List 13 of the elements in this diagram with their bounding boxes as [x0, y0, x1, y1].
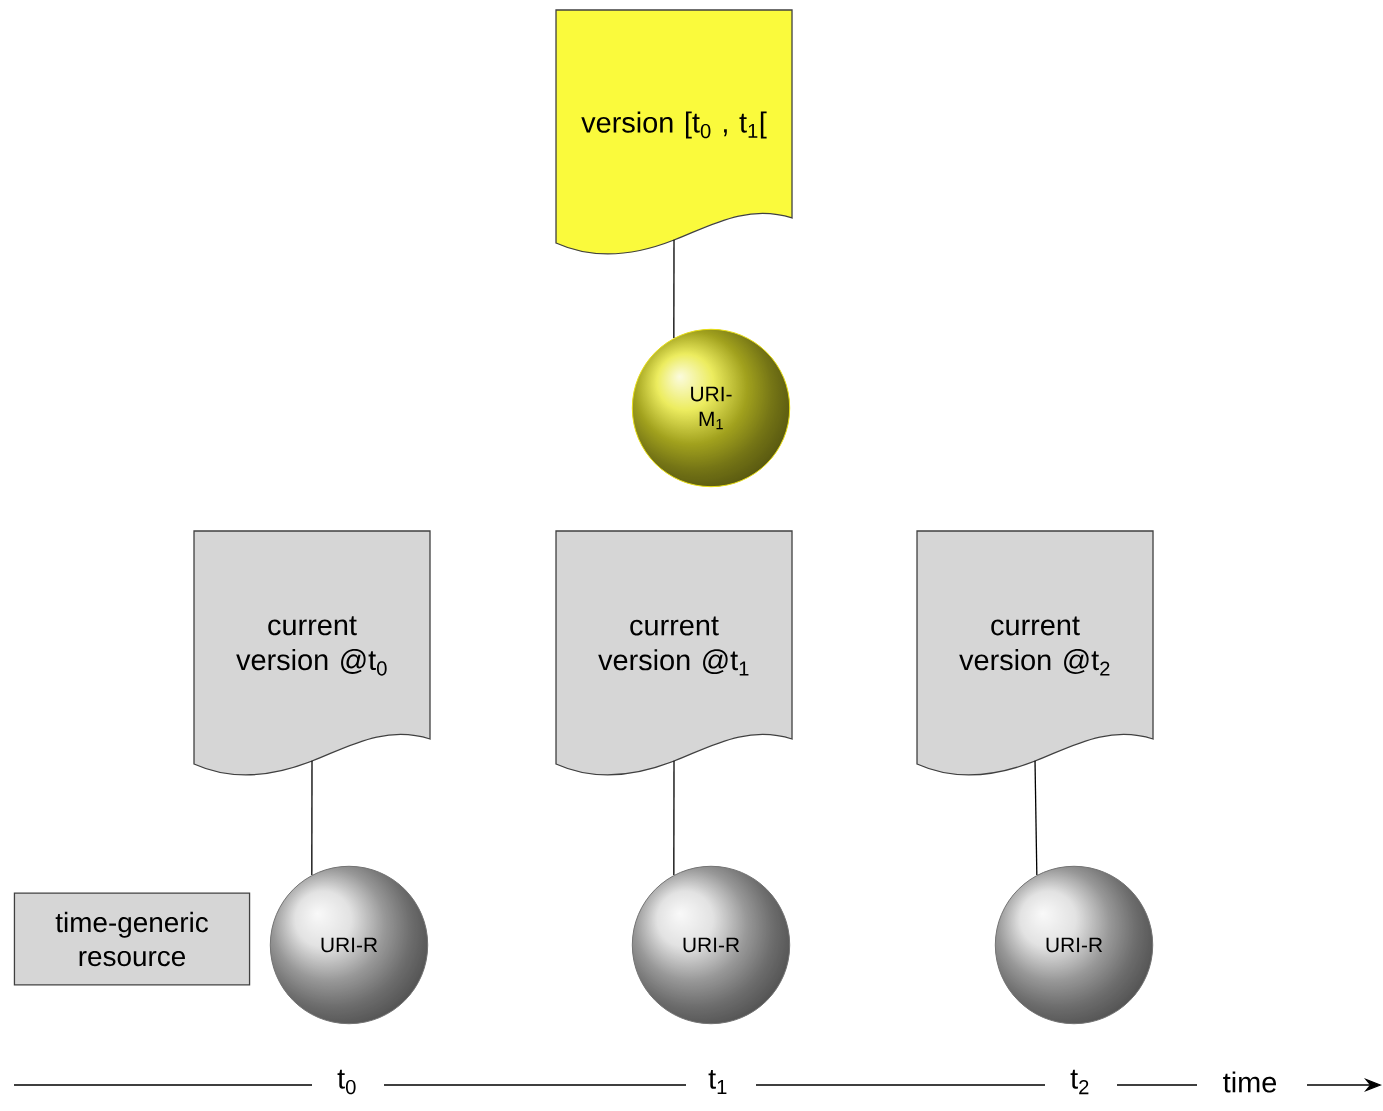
connector-line [311, 760, 313, 876]
connector-line [1034, 760, 1038, 876]
axis-label: t$_{2}$ [1070, 1069, 1089, 1095]
axis-label: t$_{1}$ [708, 1070, 727, 1095]
connector-line [673, 760, 675, 876]
circle-node: URI-R [631, 865, 791, 1025]
axis-label: time [1223, 1071, 1276, 1093]
circle-node: URI-R [994, 865, 1154, 1025]
circle-node: URI-M$_{1}$ [631, 328, 791, 488]
connector-line [673, 239, 675, 339]
label-box: time-generic resource [13, 892, 251, 986]
axis-label: t$_{0}$ [337, 1069, 356, 1095]
circle-node: URI-R [269, 865, 429, 1025]
